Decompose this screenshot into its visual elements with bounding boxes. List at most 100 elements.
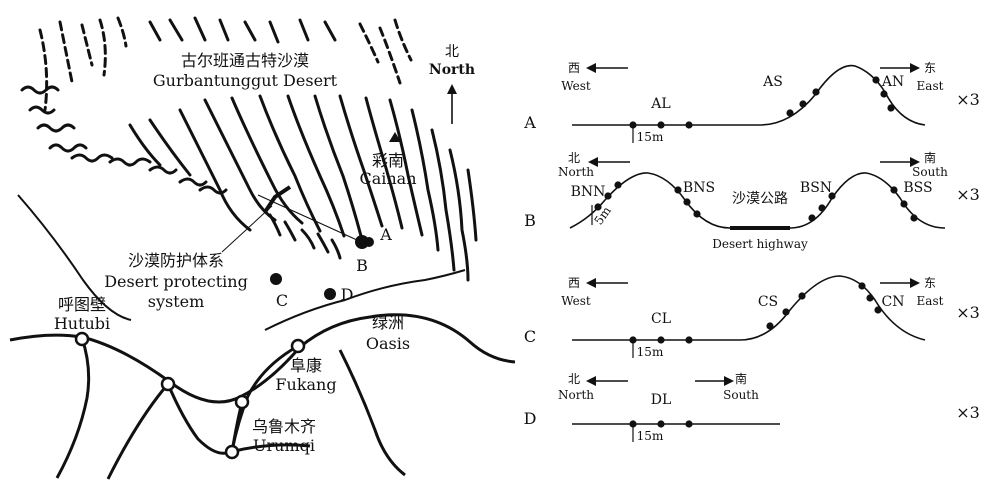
site-d-label: D	[341, 285, 354, 304]
row-a-profile	[572, 64, 926, 126]
hutubi-cn: 呼图壁	[58, 295, 106, 314]
row-b-point	[910, 214, 918, 222]
site-c-marker	[270, 273, 282, 285]
row-b-road-cn: 沙漠公路	[732, 191, 788, 207]
highway-segment	[263, 185, 292, 214]
row-c-point	[798, 292, 806, 300]
row-a-id: A	[523, 113, 536, 132]
row-b-left-cn: 北	[568, 151, 580, 165]
row-a-pos2: AS	[762, 74, 783, 90]
hutubi-en: Hutubi	[54, 314, 110, 333]
row-b-rep: ×3	[956, 185, 980, 204]
row-b-point	[693, 210, 701, 218]
row-b-left-en: North	[558, 165, 594, 179]
row-c-point	[782, 308, 790, 316]
protect-leader	[221, 205, 273, 253]
row-c-point	[766, 322, 774, 330]
row-a-right-cn: 东	[924, 61, 936, 75]
oasis-cn: 绿洲	[372, 313, 404, 332]
row-b-point	[818, 204, 826, 212]
row-b-point	[683, 198, 691, 206]
row-b-point	[828, 192, 836, 200]
fukang-cn: 阜康	[290, 356, 322, 375]
row-a-point	[629, 121, 637, 129]
urumqi-en: Urumqi	[253, 436, 315, 455]
desert-name-cn: 古尔班通古特沙漠	[181, 51, 309, 70]
junction-marker	[160, 376, 176, 392]
row-b-point	[900, 200, 908, 208]
site-d-marker	[324, 288, 336, 300]
row-c-id: C	[524, 327, 536, 346]
row-c-points	[629, 282, 882, 344]
row-b-point	[614, 181, 622, 189]
row-a-pos1: AL	[650, 96, 670, 112]
row-b-pos3: BSN	[800, 180, 832, 196]
row-b-points	[594, 181, 918, 222]
row-c-rep: ×3	[956, 303, 980, 322]
row-c-point	[657, 336, 665, 344]
row-d-points	[629, 420, 693, 428]
row-c-pos1: CL	[651, 311, 671, 327]
highway-line	[257, 194, 369, 246]
row-d-point	[657, 420, 665, 428]
urumqi-cn: 乌鲁木齐	[252, 417, 316, 436]
row-b-right-en: South	[912, 165, 948, 179]
row-d-id: D	[524, 409, 537, 428]
study-area-map: 古尔班通古特沙漠 Gurbantunggut Desert 北 North 彩南…	[9, 16, 516, 480]
row-a-left-en: West	[561, 79, 591, 93]
row-a-scale: 15m	[637, 130, 664, 144]
fukang-marker	[290, 338, 306, 354]
site-c-label: C	[276, 291, 288, 310]
row-a-point	[799, 100, 807, 108]
row-a-rep: ×3	[956, 90, 980, 109]
profile-row-a: A 西 West 东 East AL AS AN	[523, 61, 980, 144]
row-d-left-en: North	[558, 388, 594, 402]
row-d-right-en: South	[723, 388, 759, 402]
fukang-en: Fukang	[275, 375, 336, 394]
row-a-point	[812, 88, 820, 96]
row-c-profile	[572, 275, 926, 341]
row-d-scale: 15m	[637, 429, 664, 443]
row-c-point	[685, 336, 693, 344]
row-d-rep: ×3	[956, 403, 980, 422]
desert-label-box	[132, 46, 358, 96]
row-a-left-cn: 西	[568, 61, 580, 75]
row-a-point	[786, 109, 794, 117]
row-c-point	[874, 306, 882, 314]
row-a-points	[629, 76, 895, 129]
sampling-profiles: A 西 West 东 East AL AS AN	[523, 61, 980, 443]
town-marker	[234, 394, 250, 410]
profile-row-d: D 北 North 南 South DL 15m ×3	[524, 371, 980, 443]
profile-row-b: B 北 North 南	[524, 150, 980, 251]
row-a-right-en: East	[917, 79, 944, 93]
row-c-scale: 15m	[637, 345, 664, 359]
row-c-point	[866, 294, 874, 302]
row-d-pos1: DL	[651, 392, 672, 408]
row-b-point	[604, 192, 612, 200]
row-a-point	[880, 90, 888, 98]
row-b-pos1: BNN	[571, 184, 606, 200]
row-c-point	[629, 336, 637, 344]
row-b-id: B	[524, 211, 536, 230]
row-b-road-en: Desert highway	[712, 237, 808, 251]
row-c-pos3: CN	[882, 294, 905, 310]
row-b-point	[890, 186, 898, 194]
cainan-cn: 彩南	[372, 151, 404, 170]
row-d-point	[685, 420, 693, 428]
row-a-point	[657, 121, 665, 129]
region-boundary	[17, 194, 132, 321]
desert-name-en: Gurbantunggut Desert	[153, 71, 338, 90]
row-d-right-cn: 南	[735, 371, 747, 386]
row-d-left-cn: 北	[568, 372, 580, 386]
dune-field	[20, 16, 478, 282]
hutubi-marker	[74, 331, 90, 347]
row-c-pos2: CS	[758, 294, 778, 310]
row-b-point	[674, 186, 682, 194]
protect-en-2: system	[148, 292, 205, 311]
cainan-marker	[389, 132, 401, 142]
row-b-pos4: BSS	[903, 180, 932, 196]
cainan-en: Cainan	[359, 169, 416, 188]
row-a-pos3: AN	[881, 74, 904, 90]
row-b-pos2: BNS	[683, 180, 715, 196]
